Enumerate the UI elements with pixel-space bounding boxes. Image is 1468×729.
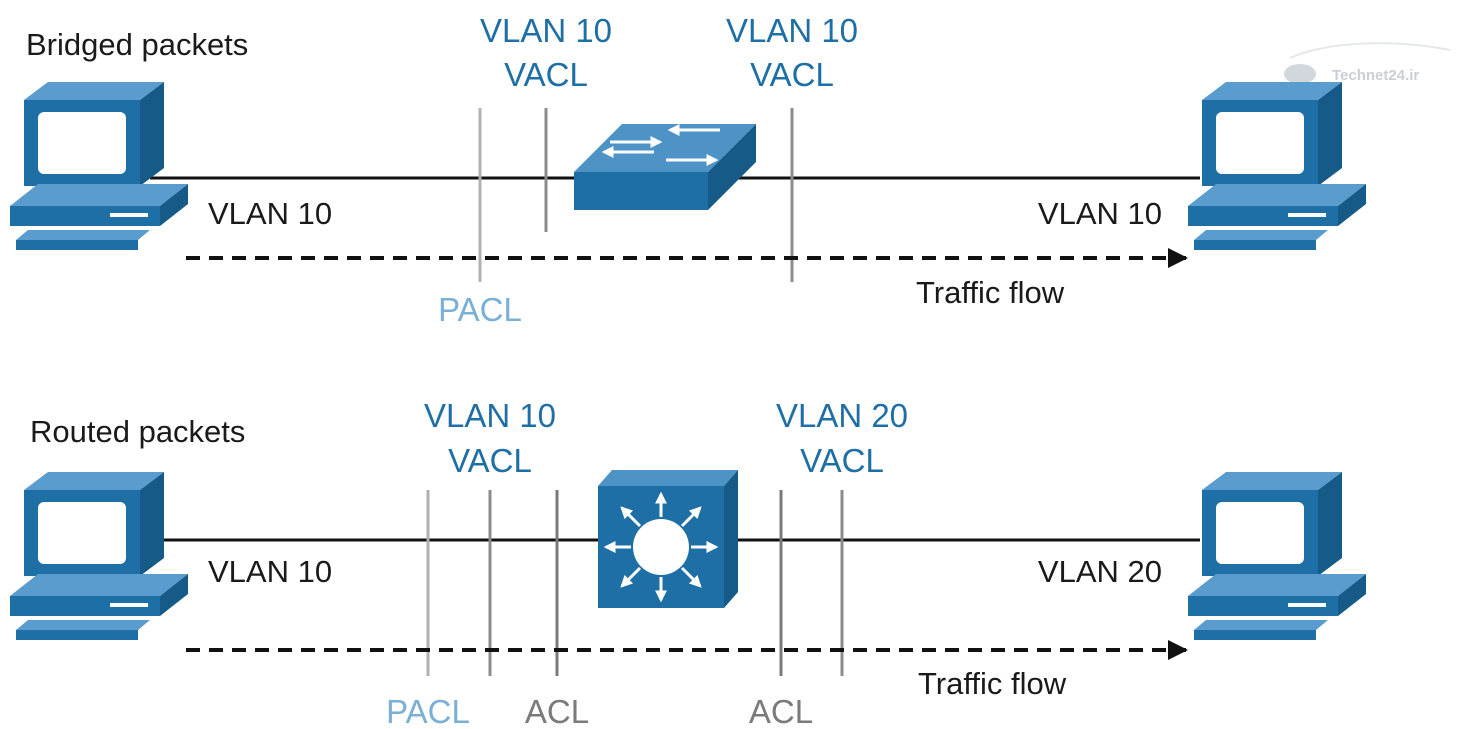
routed-left-vlan: VLAN 10: [208, 554, 332, 589]
bridged-left-workstation-icon: [10, 82, 188, 250]
routed-section: Routed packets VLAN 10 VACL VLAN 20 VACL: [10, 397, 1366, 729]
routed-left-workstation-icon: [10, 472, 188, 640]
routed-vacl2-label: VACL: [800, 442, 884, 479]
layer2-switch-icon: [574, 124, 756, 210]
routed-acl-right-label: ACL: [749, 693, 813, 729]
routed-right-workstation-icon: [1188, 472, 1366, 640]
bridged-vacl2-label: VACL: [750, 56, 834, 93]
bridged-title: Bridged packets: [26, 27, 248, 62]
watermark: Technet24.ir: [1284, 42, 1451, 84]
bridged-vacl1-label: VACL: [504, 56, 588, 93]
bridged-right-vlan: VLAN 10: [1038, 196, 1162, 231]
routed-pacl-label: PACL: [386, 693, 470, 729]
bridged-vacl1-vlan: VLAN 10: [480, 12, 612, 49]
routed-vacl1-vlan: VLAN 10: [424, 397, 556, 434]
routed-title: Routed packets: [30, 414, 245, 449]
bridged-flow-label: Traffic flow: [916, 275, 1065, 310]
bridged-right-workstation-icon: [1188, 82, 1366, 250]
cloud-icon: [1284, 64, 1316, 84]
multilayer-switch-icon: [598, 470, 738, 608]
routed-vacl1-label: VACL: [448, 442, 532, 479]
bridged-section: Bridged packets VLAN 10 VACL VLAN 10 VAC…: [10, 12, 1366, 328]
bridged-vacl2-vlan: VLAN 10: [726, 12, 858, 49]
routed-acl-left-label: ACL: [525, 693, 589, 729]
watermark-text: Technet24.ir: [1332, 67, 1419, 84]
bridged-left-vlan: VLAN 10: [208, 196, 332, 231]
routed-flow-label: Traffic flow: [918, 666, 1067, 701]
routed-right-vlan: VLAN 20: [1038, 554, 1162, 589]
routed-vacl2-vlan: VLAN 20: [776, 397, 908, 434]
bridged-pacl-label: PACL: [438, 291, 522, 328]
